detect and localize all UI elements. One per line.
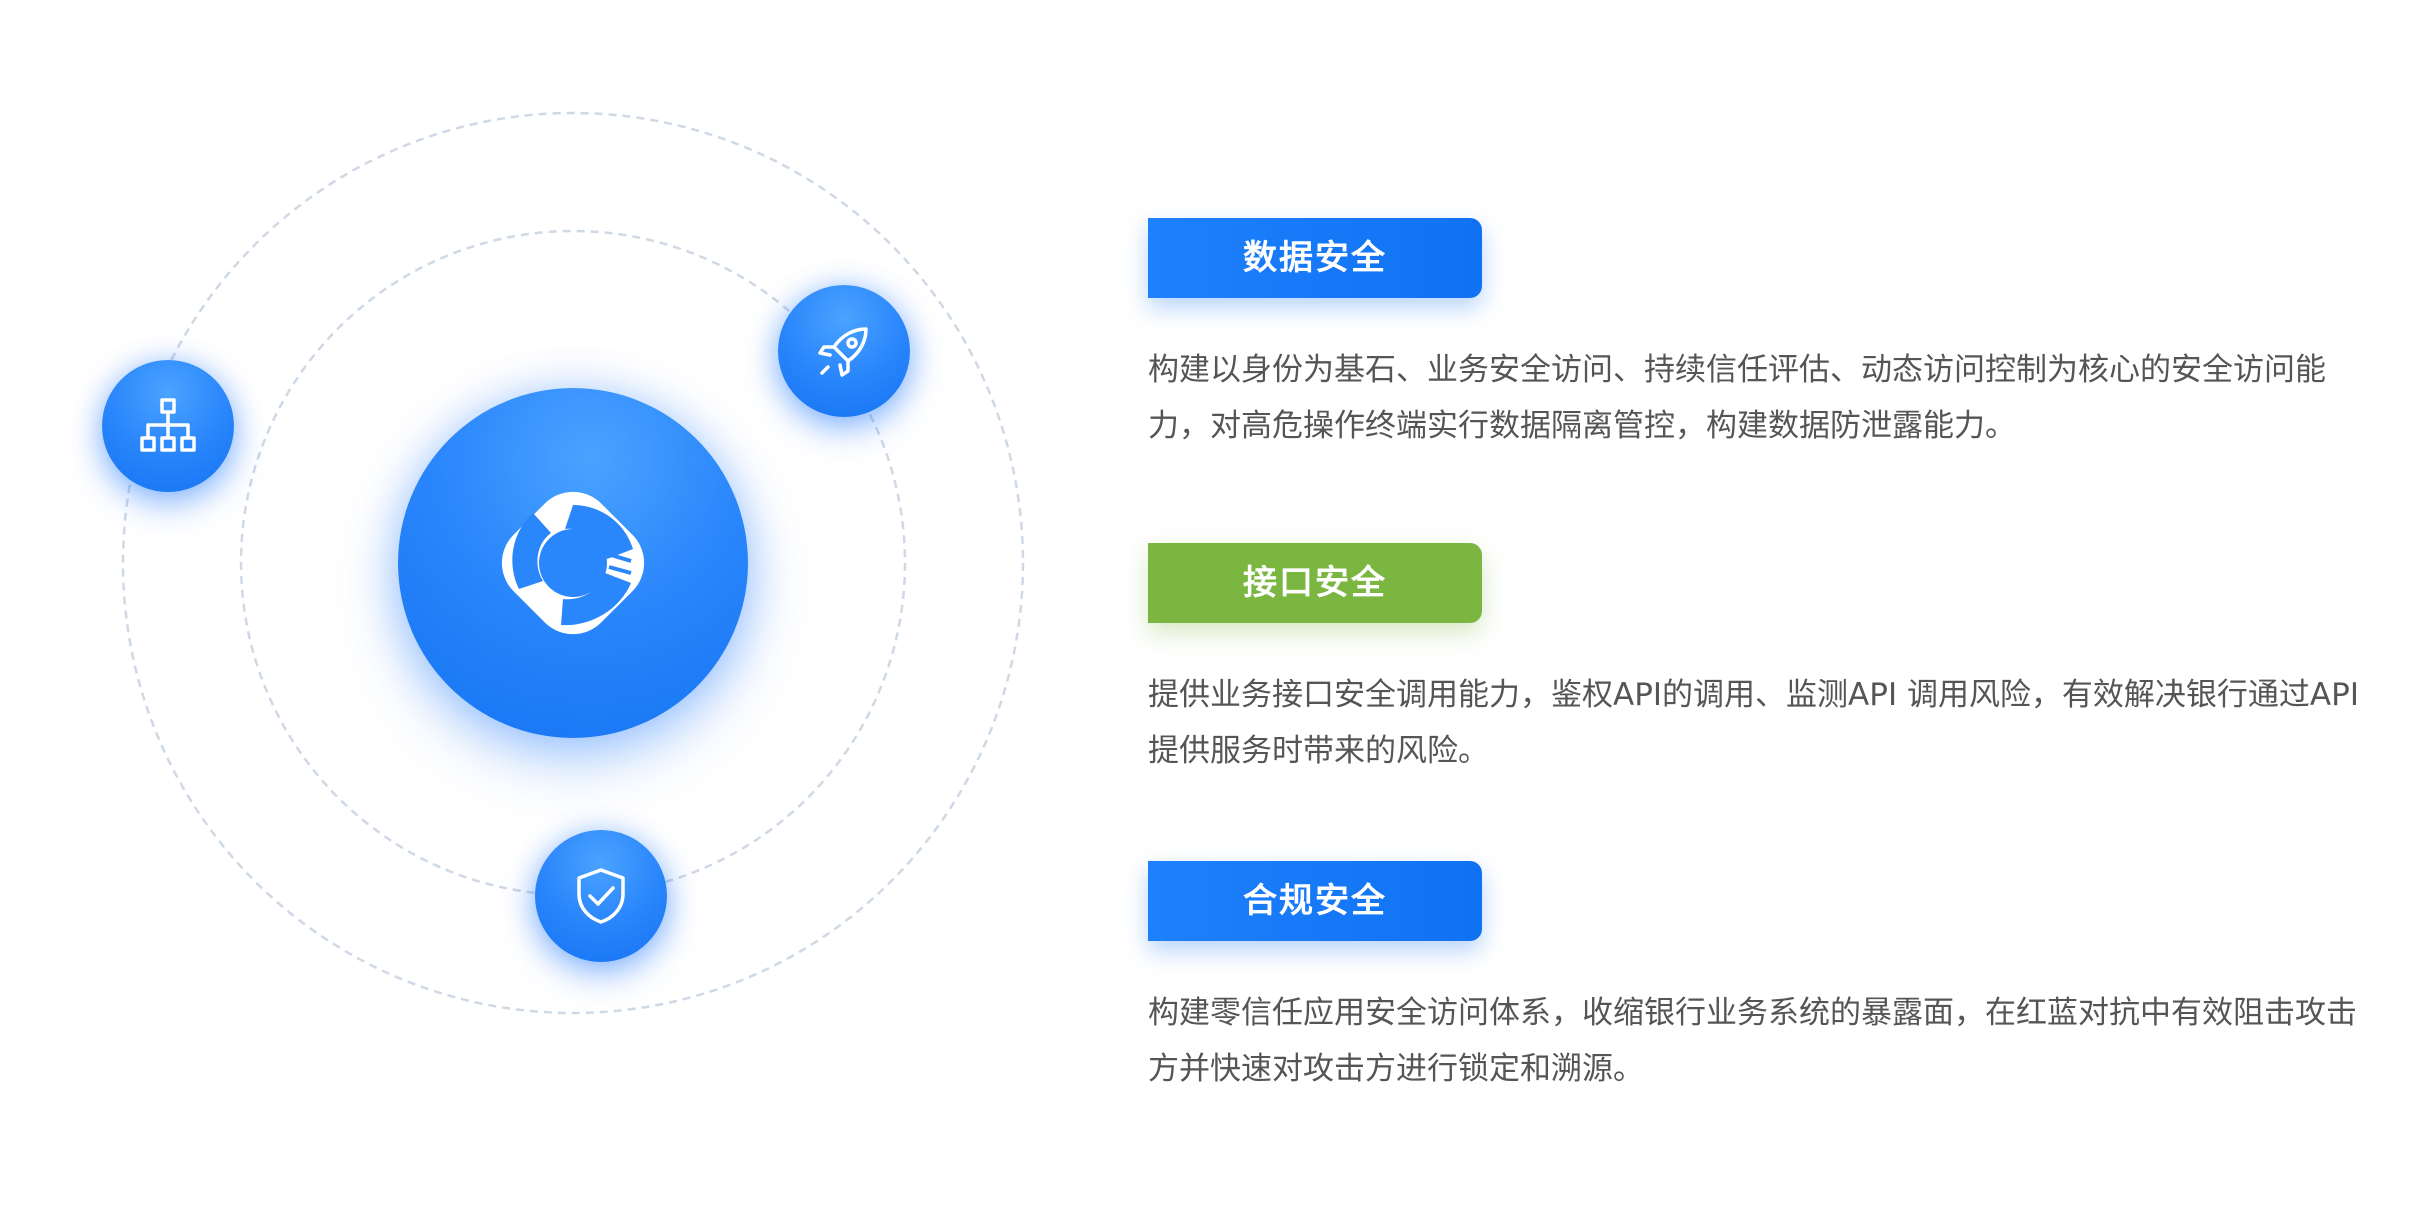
shield-satellite [535,830,667,962]
outer-orbit-ring [121,111,1025,1015]
feature-data-security: 数据安全 构建以身份为基石、业务安全访问、持续信任评估、动态访问控制为核心的安全… [1148,218,2414,454]
feature-title-badge: 接口安全 [1148,543,1482,623]
feature-description: 构建零信任应用安全访问体系，收缩银行业务系统的暴露面，在红蓝对抗中有效阻击攻击 … [1148,995,2357,1087]
feature-compliance-security: 合规安全 构建零信任应用安全访问体系，收缩银行业务系统的暴露面，在红蓝对抗中有效… [1148,861,2414,1097]
center-logo-disc [398,388,748,738]
feature-description: 构建以身份为基石、业务安全访问、持续信任评估、动态访问控制为核心的安全访问能 力… [1148,352,2326,444]
feature-interface-security: 接口安全 提供业务接口安全调用能力，鉴权API的调用、监测API 调用风险，有效… [1148,543,2414,779]
rocket-icon [818,327,868,377]
brand-swirl-logo-icon [501,491,645,635]
feature-title-badge: 合规安全 [1148,861,1482,941]
feature-title-badge: 数据安全 [1148,218,1482,298]
network-hierarchy-icon [140,398,196,452]
shield-check-icon [577,868,625,924]
rocket-satellite [778,285,910,417]
network-satellite [102,360,234,492]
feature-description: 提供业务接口安全调用能力，鉴权API的调用、监测API 调用风险，有效解决银行通… [1148,677,2359,769]
